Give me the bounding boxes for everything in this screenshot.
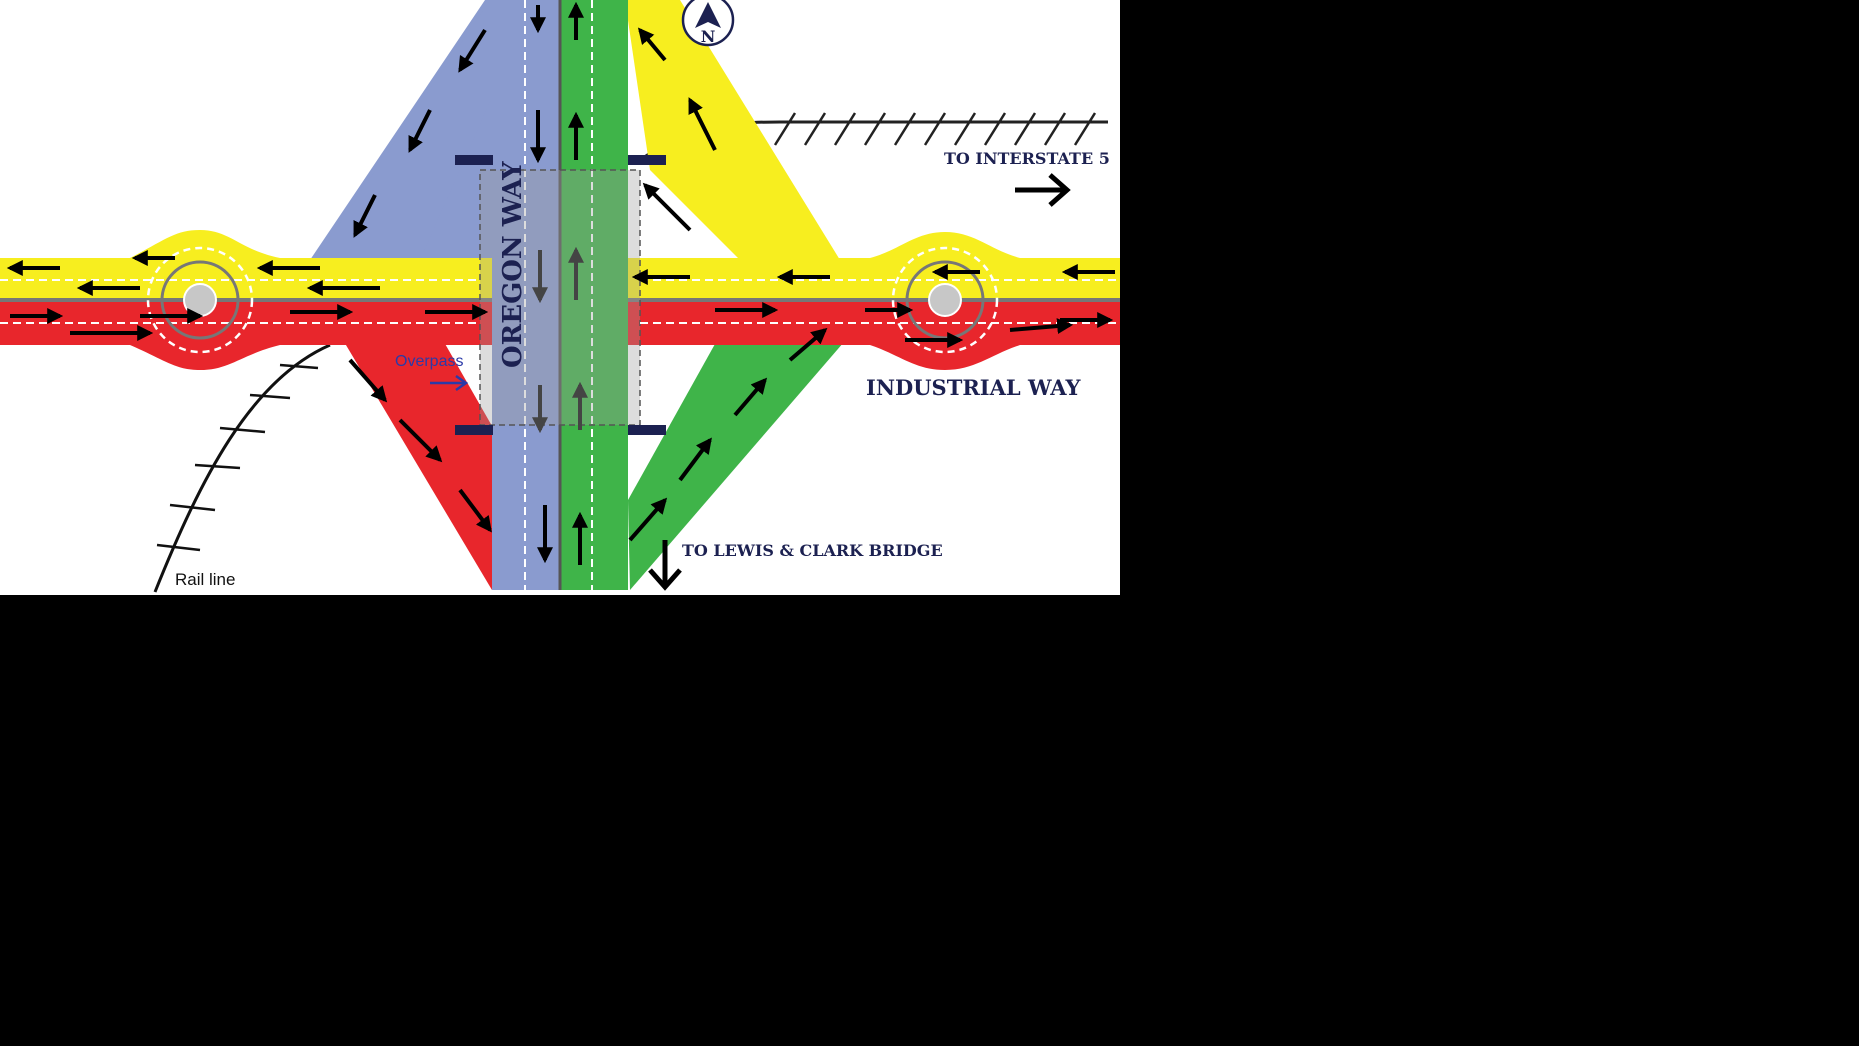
overpass-abutments xyxy=(455,155,666,435)
rail-line-label: Rail line xyxy=(175,570,235,589)
arrow-right-icon xyxy=(1015,173,1071,207)
industrial-way-label: INDUSTRIAL WAY xyxy=(866,375,1081,400)
overpass-arrow-icon xyxy=(430,374,469,392)
to-bridge-label: TO LEWIS & CLARK BRIDGE xyxy=(682,541,943,560)
oregon-way-arrows xyxy=(530,1,588,565)
to-interstate-label: TO INTERSTATE 5 xyxy=(944,149,1110,168)
oregon-way-northbound xyxy=(560,0,628,590)
ramp-southeast xyxy=(628,335,850,590)
eastbound-arrows xyxy=(10,302,1114,348)
arrow-down-icon xyxy=(648,540,682,591)
ramp-arrows xyxy=(348,27,828,542)
oregon-way-label: OREGON WAY xyxy=(498,161,528,368)
compass-letter: N xyxy=(701,27,716,46)
overpass-label: Overpass xyxy=(395,353,463,370)
interchange-diagram: N OREGON WAY INDUSTRIAL WAY TO INTERSTAT… xyxy=(0,0,1120,593)
north-arrow-icon: N xyxy=(681,0,735,47)
interchange-map: N OREGON WAY INDUSTRIAL WAY TO INTERSTAT… xyxy=(0,0,1120,595)
rail-line-southwest xyxy=(153,343,331,593)
ramp-northeast xyxy=(625,0,840,260)
overpass-deck xyxy=(479,169,641,426)
westbound-arrows xyxy=(6,250,1115,296)
